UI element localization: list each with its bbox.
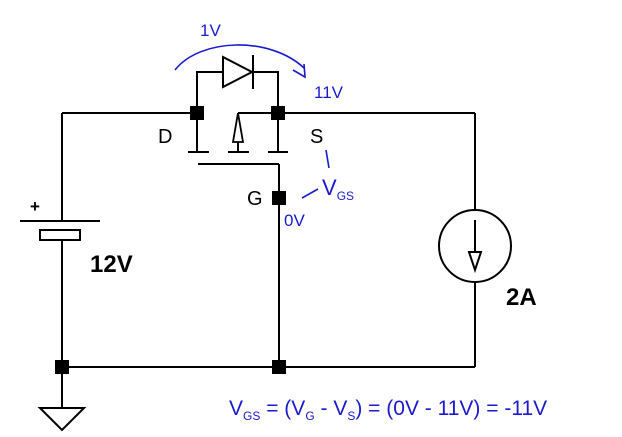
junction-source bbox=[271, 106, 285, 120]
battery: + 12V bbox=[20, 197, 133, 278]
junction-drain bbox=[190, 106, 204, 120]
body-arrow-icon bbox=[231, 112, 245, 143]
vgs-label: VGS bbox=[322, 175, 354, 203]
diode-drop-arc bbox=[174, 44, 305, 71]
vgs-equation: VGS = (VG - VS) = (0V - 11V) = -11V bbox=[229, 397, 547, 423]
diode-drop-arrowhead-icon bbox=[292, 63, 306, 79]
wires bbox=[61, 112, 476, 408]
source-voltage-label: 11V bbox=[314, 83, 344, 102]
junctions bbox=[55, 106, 286, 374]
body-diode bbox=[196, 55, 279, 113]
mosfet bbox=[188, 112, 288, 165]
gate-label: G bbox=[247, 188, 263, 210]
junction-gate bbox=[272, 191, 286, 205]
battery-negative-plate bbox=[39, 229, 81, 241]
battery-plus-sign: + bbox=[30, 197, 40, 216]
annotations: 1V 11V 0V VGS VGS = (VG - VS) = (0V - 11… bbox=[174, 21, 547, 423]
gate-voltage-label: 0V bbox=[284, 211, 305, 230]
junction-bottom-gate bbox=[272, 360, 286, 374]
vgs-tick-lower bbox=[301, 188, 319, 199]
current-source-label: 2A bbox=[506, 284, 537, 311]
diode-drop-label: 1V bbox=[200, 21, 221, 40]
ground bbox=[37, 407, 87, 432]
ground-icon bbox=[37, 407, 87, 432]
drain-label: D bbox=[158, 126, 172, 148]
source-label: S bbox=[310, 126, 323, 148]
current-source: 2A bbox=[438, 209, 537, 311]
vgs-tick-upper bbox=[325, 149, 330, 169]
battery-label: 12V bbox=[90, 251, 133, 278]
current-arrow-down-icon bbox=[467, 251, 483, 274]
junction-bottom-left bbox=[55, 360, 69, 374]
diode-triangle-icon bbox=[222, 55, 255, 89]
